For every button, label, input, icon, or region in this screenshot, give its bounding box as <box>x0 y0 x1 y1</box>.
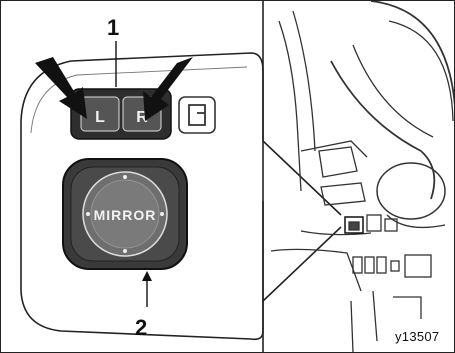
knob-label-mirror: MIRROR <box>94 207 157 223</box>
dashboard-view <box>271 1 454 352</box>
fold-mirror-icon <box>179 97 215 133</box>
callout-1: 1 <box>107 15 119 41</box>
callout-2: 2 <box>135 315 147 341</box>
switch-label-left: L <box>95 109 105 126</box>
figure-code: y13507 <box>395 329 439 344</box>
mirror-control-knob: MIRROR <box>63 159 187 269</box>
arrow-left-icon <box>35 57 87 119</box>
